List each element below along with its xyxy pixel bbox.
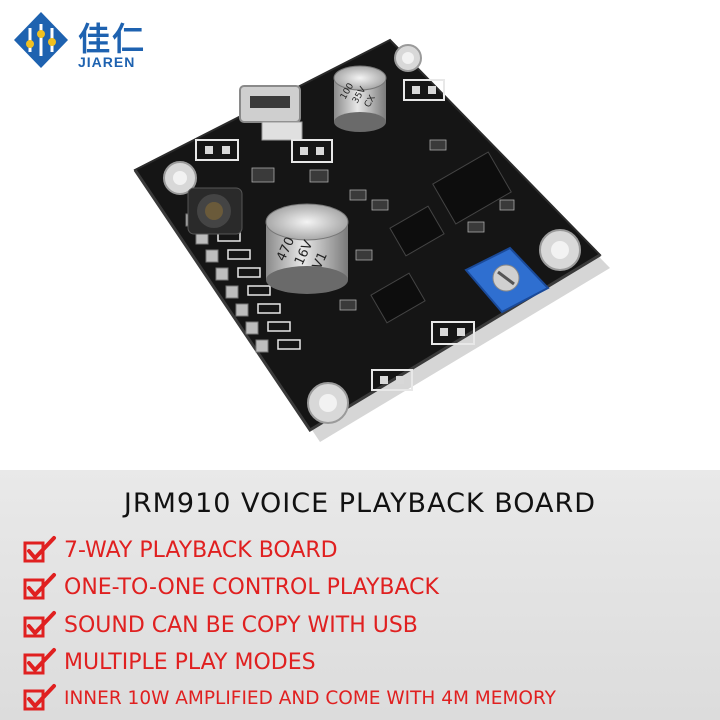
feature-item: ONE-TO-ONE CONTROL PLAYBACK (22, 571, 439, 603)
terminal-pads (195, 79, 475, 391)
checkbox-checked-icon (23, 611, 56, 638)
capacitor-small: 100 35V CX (333, 65, 387, 132)
feature-item: SOUND CAN BE COPY WITH USB (22, 609, 418, 641)
brand-logo: 佳仁 JIAREN (12, 8, 162, 78)
product-photo: 佳仁 JIAREN (12, 8, 610, 442)
feature-text: SOUND CAN BE COPY WITH USB (64, 612, 418, 638)
ic-chip (370, 272, 426, 324)
feature-item: INNER 10W AMPLIFIED AND COME WITH 4M MEM… (22, 682, 556, 714)
brand-logo-icon (14, 12, 68, 68)
mounting-hole (539, 229, 581, 271)
mounting-hole (163, 161, 197, 195)
checkbox-checked-icon (23, 648, 56, 675)
brand-name-cn: 佳仁 (78, 20, 147, 58)
mounting-hole (394, 44, 422, 72)
feature-item: MULTIPLE PLAY MODES (22, 646, 316, 678)
feature-text: 7-WAY PLAYBACK BOARD (64, 537, 338, 563)
pcb-board-illustration: 100 35V CX 470 16V V1 (133, 38, 610, 442)
feature-text: MULTIPLE PLAY MODES (64, 649, 316, 675)
checkbox-checked-icon (23, 684, 56, 711)
checkbox-checked-icon (23, 573, 56, 600)
feature-item: 7-WAY PLAYBACK BOARD (22, 534, 338, 566)
brand-name-en: JIAREN (78, 54, 136, 70)
cap-large-label-3: V1 (310, 250, 331, 272)
feature-panel: JRM910 VOICE PLAYBACK BOARD 7-WAY PLAYBA… (0, 470, 720, 720)
pin-header (185, 213, 269, 353)
mounting-hole (307, 382, 349, 424)
potentiometer (464, 246, 550, 314)
capacitor-large: 470 16V V1 (265, 203, 349, 294)
inductor (187, 187, 243, 235)
smd-components (251, 139, 515, 311)
product-title: JRM910 VOICE PLAYBACK BOARD (123, 488, 597, 519)
ic-chip (432, 151, 512, 225)
feature-text: INNER 10W AMPLIFIED AND COME WITH 4M MEM… (64, 687, 556, 709)
usb-port (239, 85, 303, 141)
ic-chip (389, 205, 445, 257)
feature-text: ONE-TO-ONE CONTROL PLAYBACK (64, 574, 439, 600)
checkbox-checked-icon (23, 536, 56, 563)
